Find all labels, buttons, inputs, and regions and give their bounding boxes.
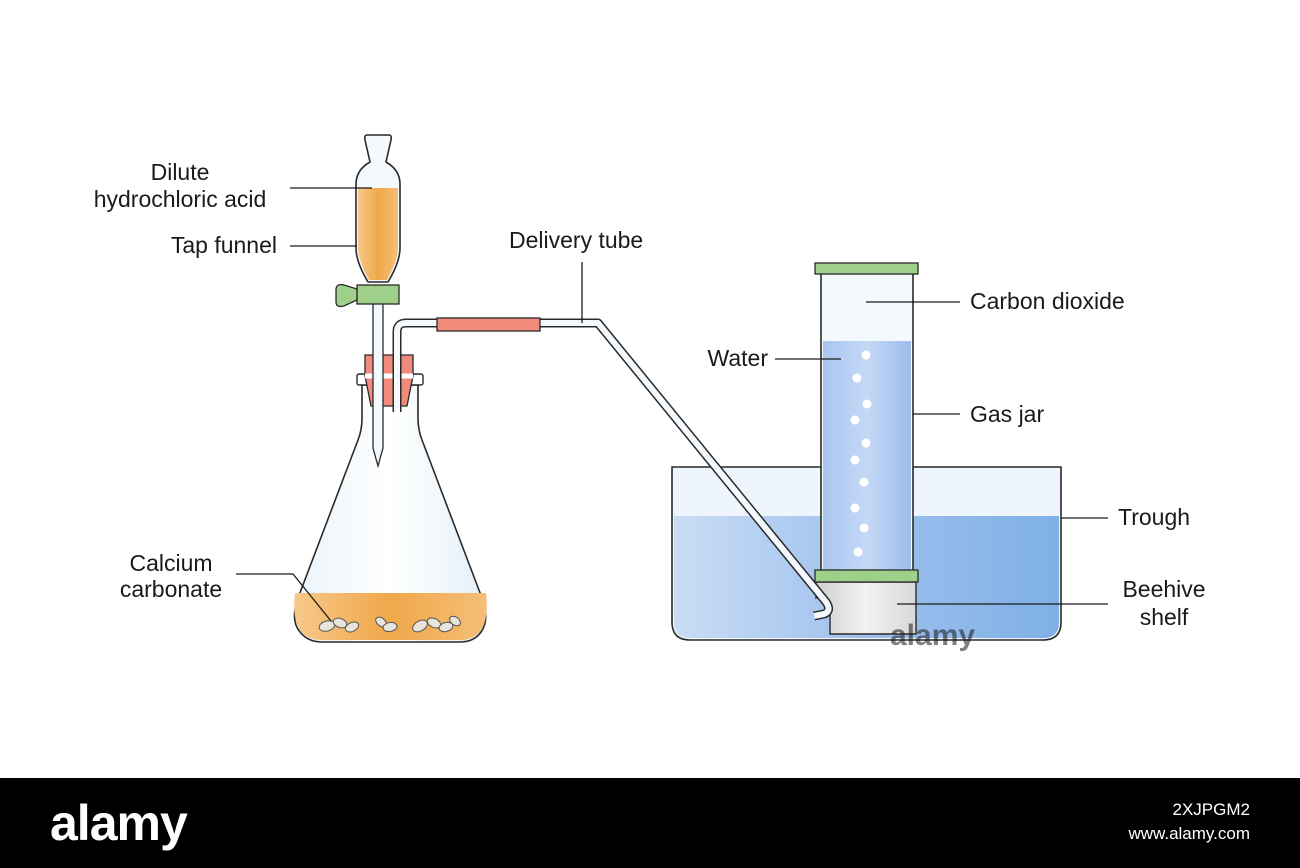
label-carbon-dioxide: Carbon dioxide [970, 288, 1125, 314]
watermark: alamy [890, 619, 975, 652]
delivery-tube [392, 317, 834, 621]
tap-funnel [335, 134, 401, 469]
co2-preparation-diagram: alamy Dilute hydrochloric acid Tap funne… [94, 134, 1206, 652]
footer-logo: alamy [50, 795, 188, 851]
label-water: Water [708, 345, 769, 371]
stock-footer-bar: alamy 2XJPGM2 www.alamy.com [0, 778, 1300, 868]
rubber-stopper [364, 354, 414, 407]
rubber-connector [436, 317, 541, 332]
label-trough: Trough [1118, 504, 1190, 530]
footer-site: www.alamy.com [1128, 824, 1250, 843]
calcium-carbonate-chips [318, 615, 461, 633]
tap-handle [335, 283, 358, 308]
footer-image-id: 2XJPGM2 [1172, 800, 1250, 819]
label-dilute-line2: hydrochloric acid [94, 186, 267, 212]
label-calcium-line1: Calcium [129, 550, 212, 576]
gas-jar [814, 262, 919, 583]
gas-jar-lid [814, 262, 919, 275]
label-beehive-line2: shelf [1140, 604, 1189, 630]
gas-jar-base-ring [814, 569, 919, 583]
label-delivery-tube: Delivery tube [509, 227, 643, 253]
label-calcium-line2: carbonate [120, 576, 222, 602]
flask-acid [294, 593, 487, 640]
label-beehive-line1: Beehive [1122, 576, 1205, 602]
tap-funnel-acid [358, 188, 398, 280]
gas-jar-water [823, 341, 911, 571]
co2-bubbles [850, 350, 872, 557]
leader-lines [236, 187, 1108, 622]
label-tap-funnel: Tap funnel [171, 232, 277, 258]
conical-flask [293, 373, 487, 643]
label-gas-jar: Gas jar [970, 401, 1044, 427]
tap [356, 284, 400, 305]
label-dilute-line1: Dilute [151, 159, 210, 185]
